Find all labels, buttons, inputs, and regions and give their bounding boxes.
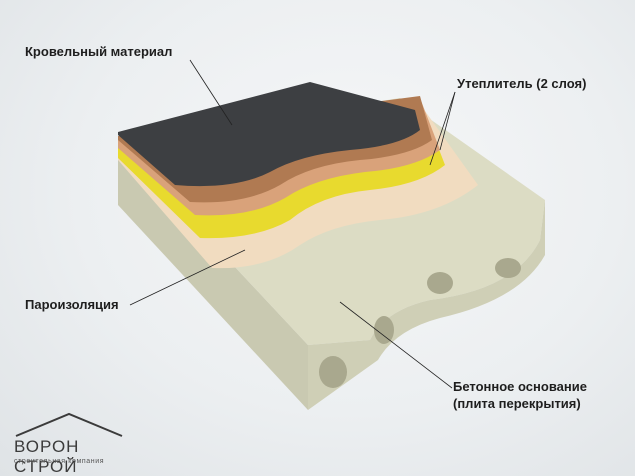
leader-concrete — [339, 301, 453, 389]
leader-roofing — [189, 59, 233, 126]
leader-vapor — [129, 249, 246, 306]
slab-hole — [319, 356, 347, 388]
label-roofing: Кровельный материал — [25, 44, 173, 59]
label-concrete-line2: (плита перекрытия) — [453, 396, 581, 411]
leader-insulation-1 — [439, 91, 456, 151]
slab-hole — [374, 316, 394, 344]
company-logo: ВОРОН СТРОЙ строительная компания — [14, 410, 124, 476]
leader-insulation-2 — [429, 91, 456, 166]
logo-subtitle: строительная компания — [14, 458, 105, 465]
roofing-layer — [118, 82, 420, 187]
logo-name: ВОРОН СТРОЙ — [14, 437, 80, 476]
concrete-right-face — [308, 200, 545, 410]
label-concrete-line1: Бетонное основание — [453, 379, 587, 394]
label-concrete: Бетонное основание (плита перекрытия) — [453, 378, 587, 412]
label-insulation: Утеплитель (2 слоя) — [457, 76, 587, 91]
roof-logo-icon — [15, 412, 123, 437]
slab-hole — [495, 258, 521, 278]
slab-hole — [427, 272, 453, 294]
label-vapor-barrier: Пароизоляция — [25, 297, 119, 312]
